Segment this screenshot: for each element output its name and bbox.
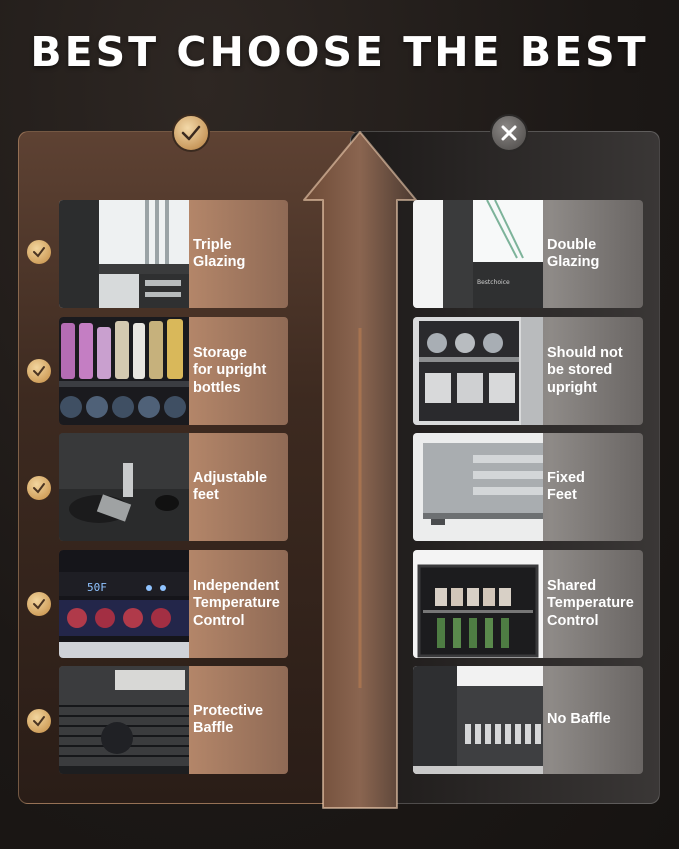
feature-label: Storage for upright bottles [193, 344, 267, 396]
check-icon [33, 247, 45, 258]
door-brand-text: Bestchoice [477, 279, 510, 286]
row-check-5 [27, 709, 51, 733]
no-baffle-image [413, 666, 543, 774]
check-icon [33, 599, 45, 610]
row-check-1 [27, 240, 51, 264]
display-readout: 50F [87, 581, 107, 594]
single-zone-fridge-image [413, 550, 543, 658]
feature-label: Double Glazing [547, 236, 600, 271]
x-icon [501, 125, 517, 141]
best-feature-card: Adjustable feet [59, 433, 288, 541]
feature-label: Independent Temperature Control [193, 577, 280, 629]
upright-bottles-image [59, 317, 189, 425]
feature-label: Shared Temperature Control [547, 577, 634, 629]
feature-label: Triple Glazing [193, 236, 246, 271]
other-feature-card: Fixed Feet [413, 433, 643, 541]
row-check-4 [27, 592, 51, 616]
feature-label: Should not be stored upright [547, 344, 623, 396]
best-badge [172, 114, 210, 152]
triple-glazed-door-image [59, 200, 189, 308]
check-icon [33, 483, 45, 494]
check-icon [33, 716, 45, 727]
feature-label: No Baffle [547, 711, 611, 728]
other-feature-card: Bestchoice Double Glazing [413, 200, 643, 308]
fixed-feet-image [413, 433, 543, 541]
page-title: BEST CHOOSE THE BEST [30, 28, 649, 76]
stacked-cans-image [413, 317, 543, 425]
other-badge [490, 114, 528, 152]
feature-label: Adjustable feet [193, 469, 268, 504]
feature-label: Fixed Feet [547, 469, 585, 504]
adjustable-feet-image [59, 433, 189, 541]
other-feature-card: Shared Temperature Control [413, 550, 643, 658]
row-check-2 [27, 359, 51, 383]
row-check-3 [27, 476, 51, 500]
protective-baffle-image [59, 666, 189, 774]
other-feature-card: No Baffle [413, 666, 643, 774]
best-feature-card: 50F Independent Temperature Control [59, 550, 288, 658]
check-icon [181, 125, 201, 141]
best-feature-card: Protective Baffle [59, 666, 288, 774]
upward-arrow [303, 131, 417, 809]
dual-zone-control-image: 50F [59, 550, 189, 658]
best-feature-card: Storage for upright bottles [59, 317, 288, 425]
best-feature-card: Triple Glazing [59, 200, 288, 308]
check-icon [33, 366, 45, 377]
feature-label: Protective Baffle [193, 702, 264, 737]
other-feature-card: Should not be stored upright [413, 317, 643, 425]
double-glazed-door-image: Bestchoice [413, 200, 543, 308]
